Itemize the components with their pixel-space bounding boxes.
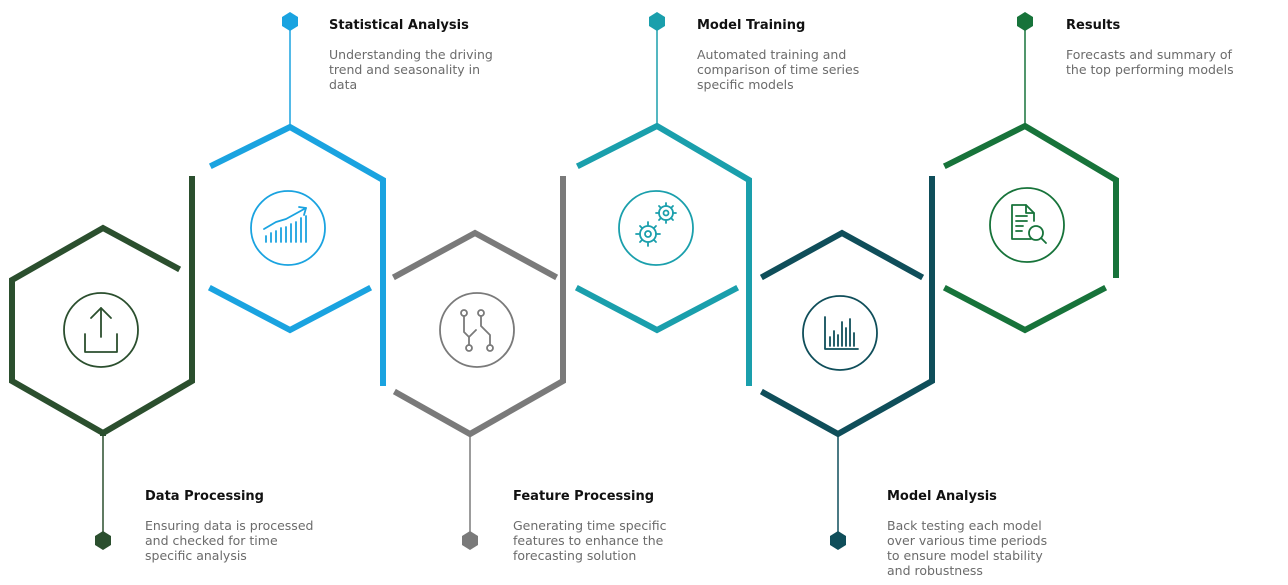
step-title: Data Processing bbox=[145, 489, 264, 504]
step-data-processing: Data Processing Ensuring data is process… bbox=[145, 489, 380, 563]
gears-icon bbox=[618, 190, 694, 266]
step-model-training: Model Training Automated training and co… bbox=[697, 18, 932, 92]
step-model-analysis: Model Analysis Back testing each model o… bbox=[887, 489, 1122, 578]
step-description: Generating time specific features to enh… bbox=[513, 518, 667, 563]
hexagon-model-training bbox=[574, 122, 752, 386]
trend-chart-icon bbox=[250, 190, 326, 266]
hexagon-feature-processing bbox=[391, 176, 566, 438]
marker-model-analysis bbox=[830, 531, 846, 550]
step-description: Forecasts and summary of the top perform… bbox=[1066, 47, 1234, 77]
document-search-icon bbox=[989, 187, 1065, 263]
marker-statistical-analysis bbox=[282, 12, 298, 31]
bar-chart-icon bbox=[802, 295, 878, 371]
hexagon-statistical-analysis bbox=[207, 123, 386, 386]
branch-icon bbox=[439, 292, 515, 368]
step-description: Automated training and comparison of tim… bbox=[697, 47, 860, 92]
marker-results bbox=[1017, 12, 1033, 31]
step-title: Results bbox=[1066, 18, 1121, 33]
hexagon-model-analysis bbox=[759, 176, 935, 438]
step-feature-processing: Feature Processing Generating time speci… bbox=[513, 489, 748, 563]
step-title: Model Analysis bbox=[887, 489, 997, 504]
hexagon-data-processing bbox=[9, 176, 195, 437]
step-description: Understanding the driving trend and seas… bbox=[329, 47, 493, 92]
upload-icon bbox=[63, 292, 139, 368]
marker-feature-processing bbox=[462, 531, 478, 550]
step-statistical-analysis: Statistical Analysis Understanding the d… bbox=[329, 18, 564, 92]
hexagon-results bbox=[942, 122, 1119, 334]
step-title: Statistical Analysis bbox=[329, 18, 469, 33]
step-results: Results Forecasts and summary of the top… bbox=[1066, 18, 1286, 77]
step-title: Feature Processing bbox=[513, 489, 655, 504]
marker-model-training bbox=[649, 12, 665, 31]
marker-data-processing bbox=[95, 531, 111, 550]
step-title: Model Training bbox=[697, 18, 806, 33]
step-description: Back testing each model over various tim… bbox=[887, 518, 1048, 578]
step-description: Ensuring data is processed and checked f… bbox=[145, 518, 314, 563]
